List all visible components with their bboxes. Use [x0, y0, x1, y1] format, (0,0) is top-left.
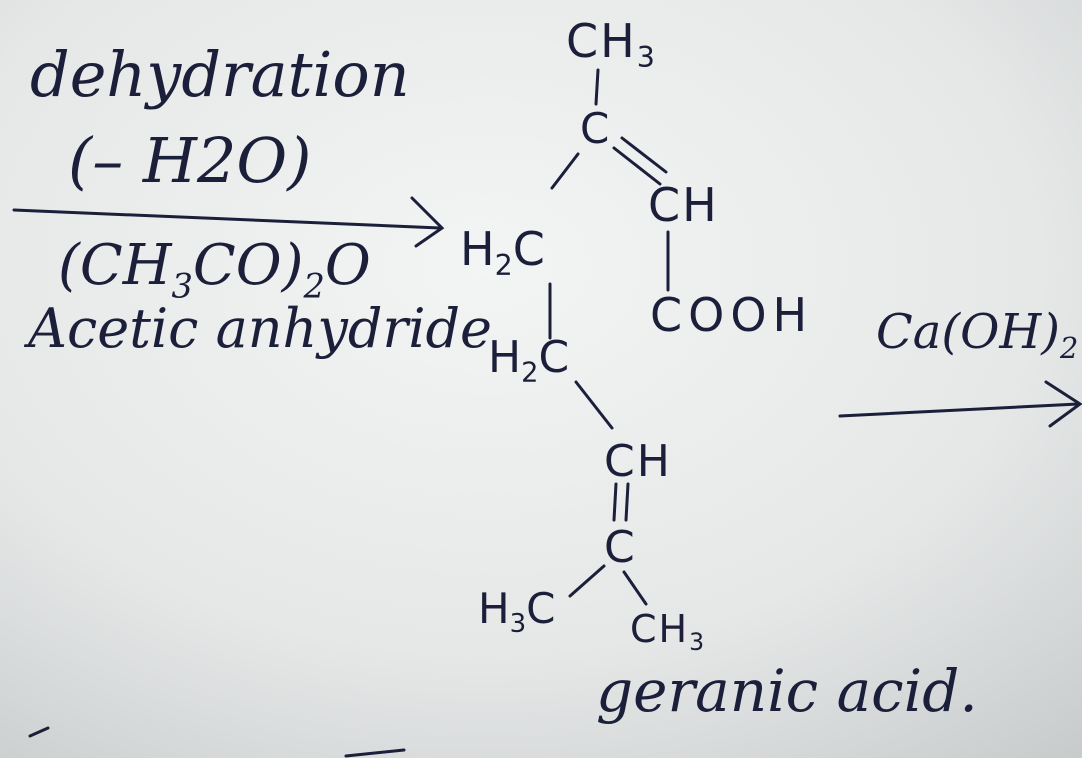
bond-c-ch-1	[612, 146, 662, 186]
stray-mark-bottom	[344, 748, 406, 758]
bond-h2c-ch	[574, 380, 614, 430]
bond-c-h2c	[550, 152, 580, 190]
bond-ch-c-2	[624, 482, 630, 522]
reaction-arrow-shaft	[12, 208, 442, 230]
product-name: geranic acid.	[596, 657, 978, 725]
h2c-lower-group: H2C	[488, 332, 570, 389]
reagent-acetic-anhydride-name: Acetic anhydride	[28, 297, 493, 360]
cooh-group: COOH	[650, 288, 814, 342]
ch3-right-group: CH3	[630, 607, 705, 657]
bond-ch3-c	[594, 68, 600, 106]
h3c-left-group: H3C	[478, 584, 556, 640]
next-arrow-head	[1044, 380, 1082, 428]
ch-right-group: CH	[648, 178, 719, 232]
bond-c-h3c	[568, 564, 606, 598]
next-reagent: Ca(OH)2	[876, 304, 1079, 366]
reagent-acetic-anhydride-formula: (CH3CO)2O	[58, 233, 371, 306]
next-arrow-shaft	[838, 402, 1080, 418]
h2c-upper-group: H2C	[460, 222, 545, 282]
reagent-dehydration: dehydration	[30, 38, 410, 111]
bond-ch-c-1	[612, 482, 618, 522]
bond-c-ch-2	[620, 136, 668, 174]
ch3-top-group: CH3	[566, 14, 655, 74]
bond-c-ch3	[622, 570, 648, 606]
ch-mid-group: CH	[604, 436, 672, 487]
reagent-minus-water: (– H2O)	[68, 124, 312, 197]
c-top-atom: C	[580, 104, 612, 153]
stray-mark-left	[28, 726, 50, 738]
c-bottom-atom: C	[604, 522, 637, 573]
reaction-arrow-head	[410, 196, 445, 248]
